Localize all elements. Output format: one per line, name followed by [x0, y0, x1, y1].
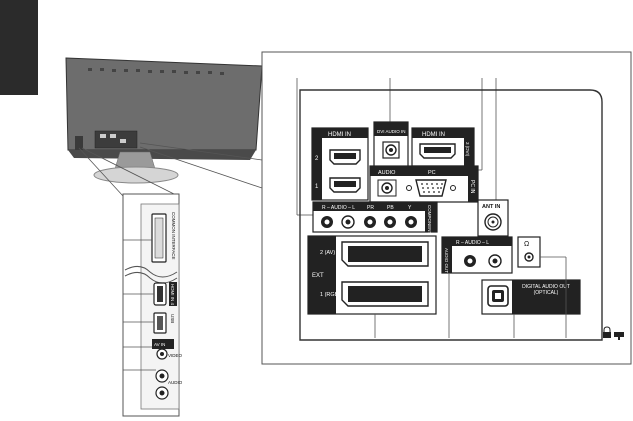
- component-in-label: COMPONENT IN: [427, 205, 432, 240]
- side-label-hdmi4: HDMI IN 4: [170, 284, 175, 305]
- tv-rear-view: [65, 57, 263, 184]
- component-audio-label: R – AUDIO – L: [322, 205, 355, 211]
- connector-panel-outline: [299, 89, 603, 341]
- audio-out-audio-label: R – AUDIO – L: [456, 240, 489, 246]
- pc-in-label: PC IN: [469, 180, 475, 194]
- hdmi-3-dvi-label: 3 (DVI): [465, 142, 470, 157]
- side-label-common-interface: COMMON INTERFACE: [171, 212, 176, 260]
- optical-out-block: DIGITAL AUDIO OUT (OPTICAL): [481, 279, 581, 315]
- audio-out-block: R – AUDIO – L AUDIO OUT: [441, 236, 513, 274]
- pc-in-block: AUDIO PC PC IN: [369, 165, 479, 203]
- dvi-audio-in-label: DVI AUDIO IN: [377, 129, 406, 134]
- dvi-audio-in-block: DVI AUDIO IN: [373, 121, 409, 169]
- headphone-icon: Ω: [524, 241, 529, 248]
- hdmi-in-right-label: HDMI IN: [422, 132, 445, 138]
- side-callout-lines: [123, 239, 156, 371]
- hdmi-in-block: HDMI IN 2 1: [311, 127, 369, 201]
- pc-audio-label: AUDIO: [378, 170, 396, 176]
- headphone-block: Ω: [517, 236, 541, 268]
- ext-1-label: 1 (RGB): [320, 292, 340, 298]
- side-tab: [0, 0, 38, 95]
- side-label-audio: AUDIO: [168, 380, 183, 385]
- ant-in-block: ANT IN: [477, 199, 509, 237]
- hdmi-in-left-label: HDMI IN: [328, 132, 351, 138]
- ext-2-label: 2 (AV): [320, 250, 335, 256]
- hdmi-2-label: 2: [315, 156, 319, 162]
- component-in-block: R – AUDIO – L PR PB Y COMPONENT IN: [312, 201, 438, 240]
- callout-lines-tv: [78, 142, 263, 197]
- hdmi-in-3-block: HDMI IN 3 (DVI): [411, 127, 475, 167]
- ext-scart-block: EXT 2 (AV) 1 (RGB): [307, 235, 437, 315]
- component-jacks: [321, 215, 417, 229]
- ext-label: EXT: [312, 273, 324, 279]
- audio-out-label: AUDIO OUT: [444, 248, 449, 273]
- component-pb-label: PB: [387, 205, 394, 211]
- component-y-label: Y: [408, 205, 412, 211]
- side-label-video: VIDEO: [168, 353, 183, 358]
- component-pr-label: PR: [367, 205, 374, 211]
- ant-in-label: ANT IN: [482, 204, 500, 210]
- kensington-lock-icon: [603, 326, 624, 340]
- side-connector-panel: [122, 193, 180, 417]
- bottom-callout-lines: [374, 256, 567, 338]
- digital-audio-out-label: DIGITAL AUDIO OUT (OPTICAL): [522, 284, 570, 296]
- hdmi-1-label: 1: [315, 184, 319, 190]
- pc-label: PC: [428, 170, 436, 176]
- side-label-usb: USB: [170, 314, 175, 323]
- side-label-av-in: AV IN: [154, 342, 165, 347]
